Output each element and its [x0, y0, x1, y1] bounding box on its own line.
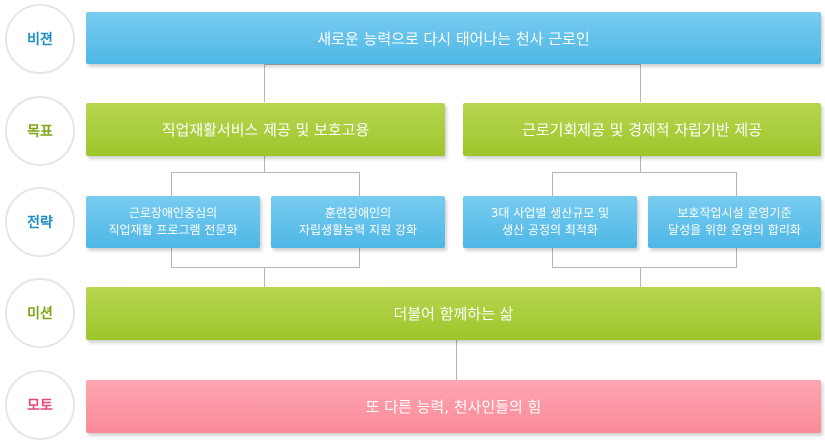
strategy-box-3: 3대 사업별 생산규모 및 생산 공정의 최적화 [463, 196, 637, 248]
strategy-2-line1: 훈련장애인의 [324, 206, 392, 220]
connector-goal2-left [552, 172, 553, 196]
mission-box: 더불어 함께하는 삶 [86, 287, 821, 340]
row-label-mission: 미션 [5, 278, 75, 348]
strategy-box-4: 보호작업시설 운영기준 달성을 위한 운영의 합리화 [648, 196, 821, 248]
strategy-1-line1: 근로장애인중심의 [128, 206, 218, 220]
connector-goal1-down [264, 156, 265, 172]
connector-goal1-bar [171, 172, 360, 173]
connector-goal1-right [359, 172, 360, 196]
connector-strat-left-down [264, 267, 265, 287]
connector-vision-bar [264, 64, 641, 65]
row-label-vision: 비젼 [5, 4, 75, 74]
connector-strat-right-bar [552, 248, 553, 268]
connector-goal2-bar [552, 172, 737, 173]
connector-strat-right-join [552, 267, 737, 268]
row-label-strategy: 전략 [5, 187, 75, 257]
connector-goal1-left [171, 172, 172, 196]
connector-strat-left-bar2 [359, 248, 360, 268]
strategy-4-line2: 달성을 위한 운영의 합리화 [668, 223, 801, 237]
goal-box-1: 직업재활서비스 제공 및 보호고용 [86, 103, 445, 156]
connector-strat-right-down [640, 267, 641, 287]
connector-goal2-down [640, 156, 641, 172]
strategy-3-line2: 생산 공정의 최적화 [502, 223, 598, 237]
strategy-box-1: 근로장애인중심의 직업재활 프로그램 전문화 [86, 196, 260, 248]
connector-vision-left [264, 64, 265, 102]
goal-box-2: 근로기회제공 및 경제적 자립기반 제공 [463, 103, 821, 156]
row-label-goal: 목표 [5, 96, 75, 166]
connector-vision-right [640, 64, 641, 102]
strategy-2-line2: 자립생활능력 지원 강화 [298, 223, 418, 237]
vision-box: 새로운 능력으로 다시 태어나는 천사 근로인 [86, 12, 821, 64]
connector-strat-right-bar2 [736, 248, 737, 268]
connector-strat-left-bar [171, 248, 172, 268]
strategy-box-2: 훈련장애인의 자립생활능력 지원 강화 [271, 196, 445, 248]
strategy-4-line1: 보호작업시설 운영기준 [677, 206, 792, 220]
strategy-3-line1: 3대 사업별 생산규모 및 [490, 206, 610, 220]
strategy-1-line2: 직업재활 프로그램 전문화 [108, 223, 238, 237]
motto-box: 또 다른 능력, 천사인들의 힘 [86, 380, 821, 433]
connector-strat-left-join [171, 267, 360, 268]
connector-goal2-right [736, 172, 737, 196]
connector-mission-to-motto [456, 340, 457, 380]
row-label-motto: 모토 [5, 370, 75, 440]
